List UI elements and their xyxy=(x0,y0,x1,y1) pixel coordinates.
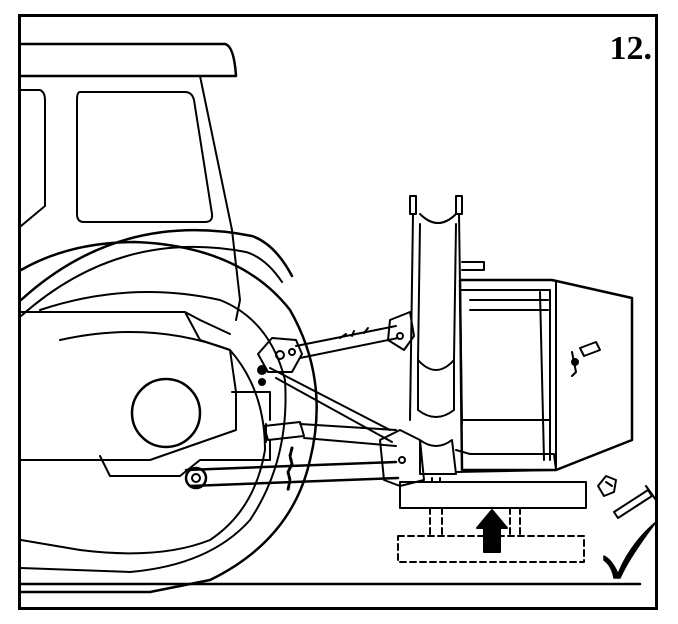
tractor-cab xyxy=(19,42,241,321)
three-point-linkage xyxy=(184,311,425,492)
mower-body xyxy=(419,278,634,475)
caption-area xyxy=(21,585,655,607)
lift-arrow-up-icon xyxy=(476,509,508,553)
tractor-fender xyxy=(19,228,294,317)
tractor-rear-wheel xyxy=(19,240,318,594)
instruction-frame xyxy=(18,14,658,610)
support-block xyxy=(399,477,587,509)
tractor-chassis xyxy=(99,391,271,477)
step-number: 12. xyxy=(609,30,653,67)
checkmark-icon xyxy=(603,521,657,579)
linch-pin-icon xyxy=(597,475,657,519)
